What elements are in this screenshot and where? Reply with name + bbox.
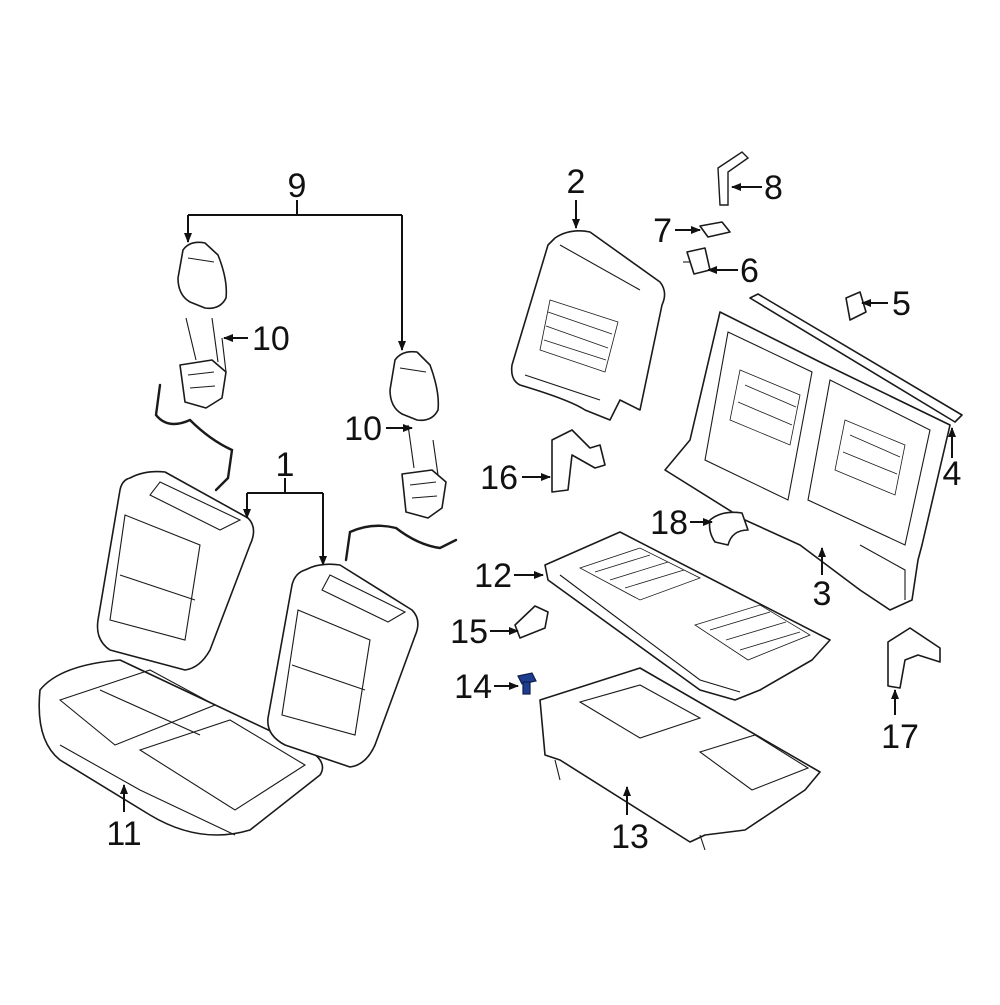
callout-18: 18 xyxy=(650,504,688,542)
part-8-rod[interactable] xyxy=(717,151,750,206)
part-1-seatback-right[interactable] xyxy=(267,563,419,768)
callout-labels: 1 9 10 10 11 2 8 7 6 5 4 3 16 18 12 15 1… xyxy=(106,163,961,856)
part-17-shield[interactable] xyxy=(887,627,941,689)
callout-12: 12 xyxy=(474,557,512,595)
callout-10-right: 10 xyxy=(344,410,382,448)
callout-16: 16 xyxy=(480,459,518,497)
callout-7: 7 xyxy=(653,212,672,250)
part-7-clip[interactable] xyxy=(699,221,731,238)
part-10-latch-right[interactable] xyxy=(344,424,458,562)
callout-8: 8 xyxy=(764,169,783,207)
callout-2: 2 xyxy=(567,163,586,201)
callout-9: 9 xyxy=(288,167,307,205)
part-1-seatback-left[interactable] xyxy=(96,470,255,671)
callout-13: 13 xyxy=(611,818,649,856)
callout-10-left: 10 xyxy=(252,320,290,358)
callout-11: 11 xyxy=(106,815,141,853)
part-4-trim-bar[interactable] xyxy=(749,293,963,423)
part-9-headrest-left[interactable] xyxy=(177,241,228,310)
part-6-bracket[interactable] xyxy=(683,247,711,275)
part-3-seatback-frame[interactable] xyxy=(664,311,951,611)
part-14-bolt[interactable] xyxy=(517,672,537,695)
callout-1: 1 xyxy=(276,446,295,484)
part-5-cover[interactable] xyxy=(845,291,867,321)
part-9-headrest-right[interactable] xyxy=(389,350,440,422)
callout-6: 6 xyxy=(740,252,759,290)
part-10-latch-left[interactable] xyxy=(154,317,234,492)
callout-17: 17 xyxy=(881,718,919,756)
callout-15: 15 xyxy=(450,613,488,651)
part-15-pad[interactable] xyxy=(514,605,549,639)
callout-3: 3 xyxy=(813,575,832,613)
callout-14: 14 xyxy=(454,668,492,706)
part-11-seat-cushion[interactable] xyxy=(38,659,324,836)
part-16-shield[interactable] xyxy=(551,429,606,493)
part-2-seatback-pad[interactable] xyxy=(510,230,666,421)
callout-5: 5 xyxy=(892,285,911,323)
callout-4: 4 xyxy=(943,455,962,493)
part-18-cover[interactable] xyxy=(708,511,749,546)
part-12-cushion-frame[interactable] xyxy=(544,531,831,701)
part-13-seat-pan[interactable] xyxy=(539,667,821,851)
leader-lines xyxy=(120,183,956,815)
